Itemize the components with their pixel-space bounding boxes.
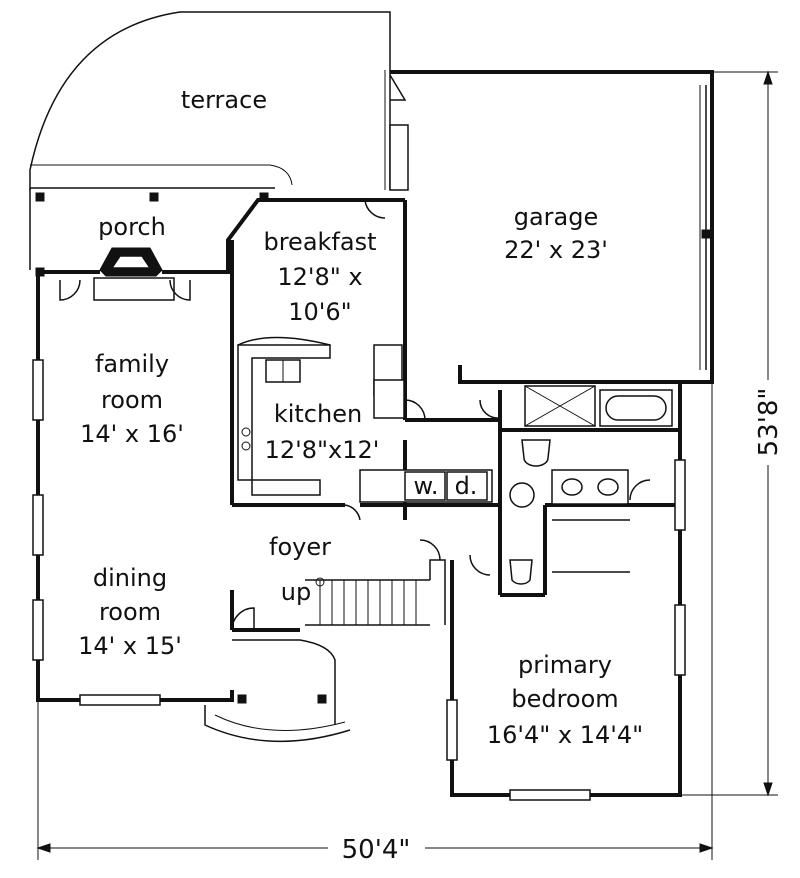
- garage-label: garage: [514, 203, 599, 231]
- doors: [59, 74, 651, 631]
- dining-room-label-line2: room: [99, 598, 161, 626]
- dimension-lines: [36, 70, 778, 860]
- porch-label: porch: [98, 213, 166, 241]
- breakfast-size-line1: 12'8" x: [277, 263, 362, 291]
- family-room-label-line2: room: [101, 386, 163, 414]
- garage-size: 22' x 23': [504, 236, 608, 264]
- breakfast-label: breakfast: [263, 228, 376, 256]
- overall-width-label: 50'4": [342, 835, 411, 865]
- dining-room-label-line1: dining: [93, 564, 167, 592]
- overall-depth-label: 53'8": [754, 388, 784, 457]
- breakfast-size-line2: 10'6": [288, 298, 351, 326]
- bath-fixtures: [509, 385, 673, 585]
- foyer-label: foyer: [269, 533, 331, 561]
- family-room-label-line1: family: [95, 350, 169, 378]
- terrace-label: terrace: [181, 86, 267, 114]
- interior-walls: [230, 240, 680, 640]
- primary-bedroom-label-line2: bedroom: [511, 685, 618, 713]
- primary-bedroom-label-line1: primary: [518, 651, 612, 679]
- dryer-label: d.: [455, 472, 478, 500]
- terrace-outline: [29, 11, 391, 190]
- stair: [305, 559, 446, 626]
- kitchen-size: 12'8"x12': [265, 436, 380, 464]
- dining-room-size: 14' x 15': [78, 632, 182, 660]
- front-entry: [204, 639, 351, 743]
- kitchen-counters: [237, 336, 405, 496]
- kitchen-label: kitchen: [274, 400, 362, 428]
- family-room-size: 14' x 16': [80, 420, 184, 448]
- garage-door: [389, 85, 711, 370]
- washer-label: w.: [413, 472, 438, 500]
- windows: [32, 359, 686, 801]
- stair-up-label: up: [281, 578, 311, 606]
- primary-bedroom-size: 16'4" x 14'4": [487, 721, 643, 749]
- laundry-area: [359, 469, 493, 503]
